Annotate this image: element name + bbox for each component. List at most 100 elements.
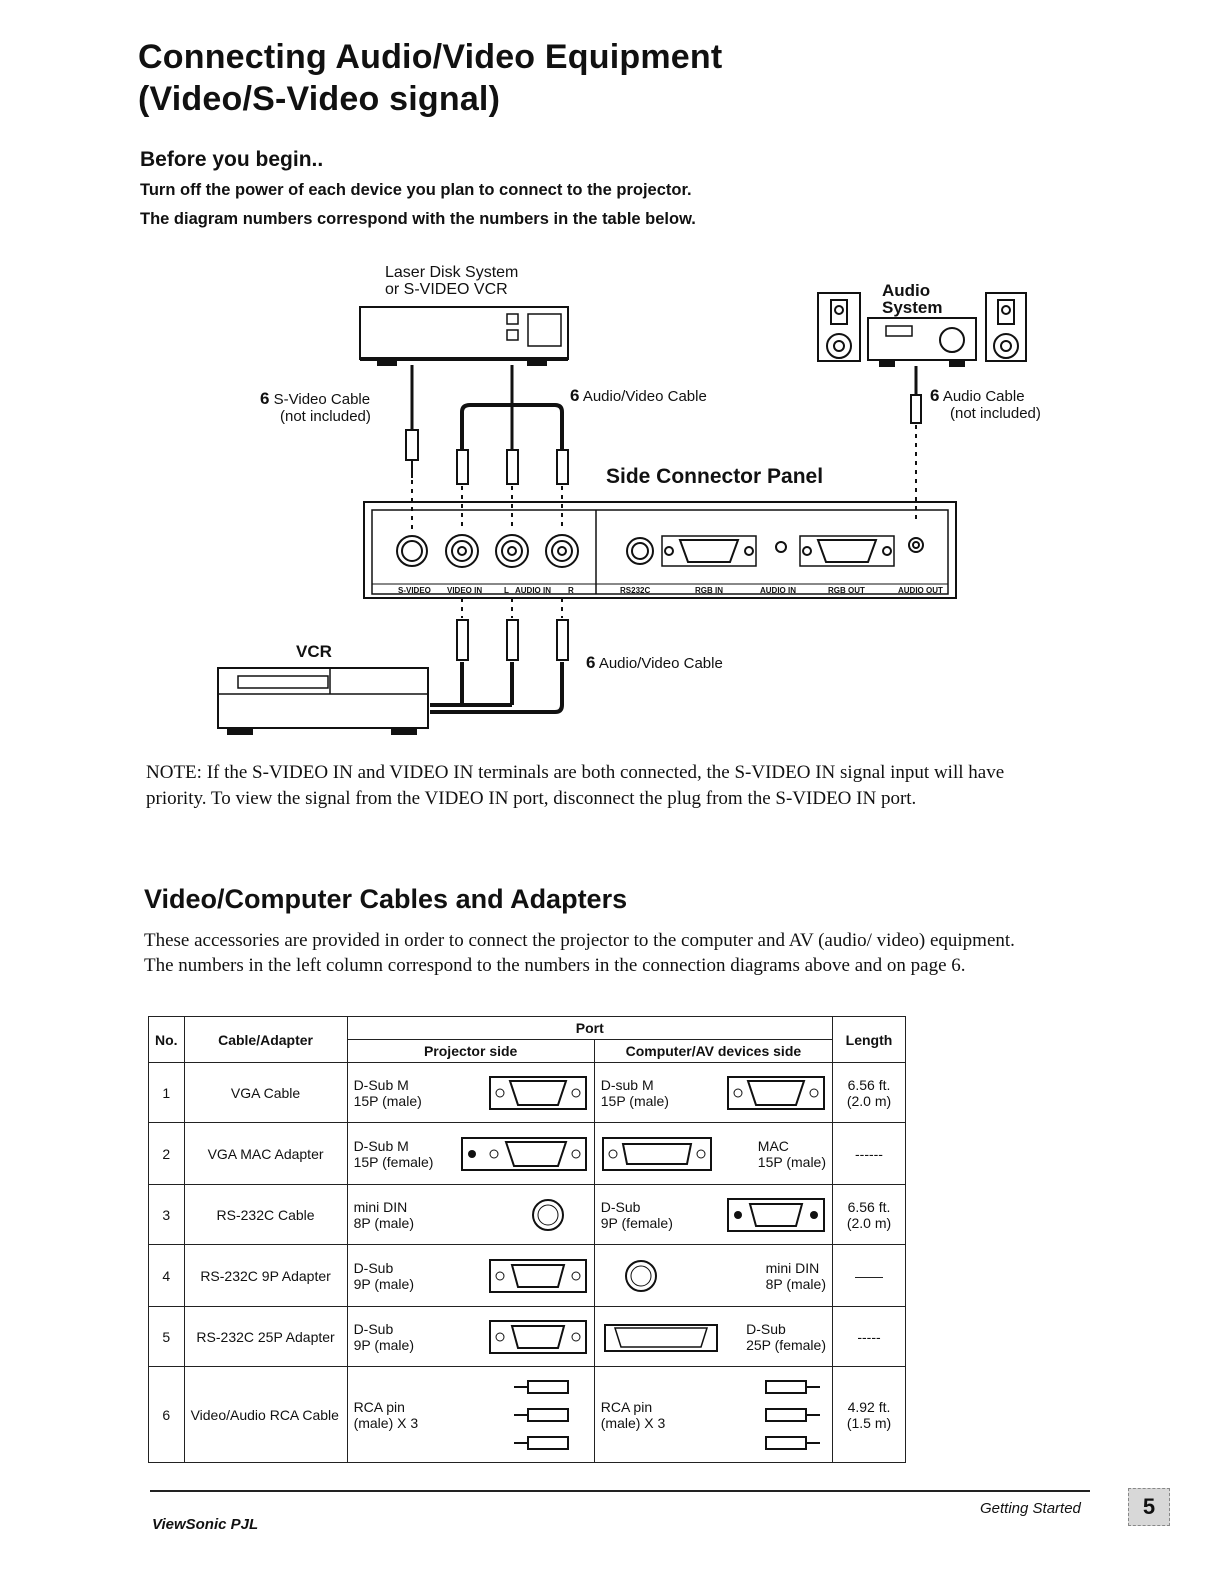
row-no: 4 xyxy=(148,1244,185,1307)
proj-label: 9P (male) xyxy=(353,1336,414,1353)
length-cell: 6.56 ft.(2.0 m) xyxy=(832,1062,906,1123)
comp-label: D-sub M xyxy=(600,1076,654,1093)
audio-cable-note: (not included) xyxy=(950,405,1041,422)
connection-diagram: S-VIDEO VIDEO IN L AUDIO IN R RS232C RGB… xyxy=(217,292,1027,735)
col-cable: Cable/Adapter xyxy=(183,1016,348,1063)
footer-brand: ViewSonic PJL xyxy=(152,1516,259,1533)
length-value: —— xyxy=(855,1267,883,1284)
av-cable-label: 6 Audio/Video Cable xyxy=(570,387,707,405)
length-cell: 4.92 ft.(1.5 m) xyxy=(832,1366,906,1463)
intro-text: Turn off the power of each device you pl… xyxy=(140,176,696,234)
col-port: Port xyxy=(346,1016,834,1040)
audio-amplifier-icon xyxy=(867,317,977,361)
note: NOTE: If the S-VIDEO IN and VIDEO IN ter… xyxy=(146,760,1066,812)
laser-disk-device xyxy=(359,306,569,360)
note-label: NOTE: xyxy=(146,762,202,783)
audio-system-label-line-1: Audio xyxy=(882,281,931,300)
port-label: RS232C xyxy=(620,586,650,595)
audio-in-jack-icon xyxy=(775,541,787,553)
length-value: 6.56 ft. xyxy=(847,1076,891,1093)
rgb-in-port-icon xyxy=(661,535,757,567)
cables-table: No. Cable/Adapter Port Length Projector … xyxy=(148,1016,906,1463)
audio-l-port-icon xyxy=(495,534,529,568)
footer-rule xyxy=(150,1490,1090,1492)
dsub-9-icon xyxy=(727,1197,825,1232)
vcr-label: VCR xyxy=(296,642,332,661)
dsub-25-icon xyxy=(603,1323,718,1352)
av-cable-text: Audio/Video Cable xyxy=(582,388,707,405)
svideo-cable-label: 6 S-Video Cable (not included) xyxy=(260,390,371,425)
port-label: S-VIDEO xyxy=(398,586,431,595)
audio-system-label-line-2: System xyxy=(882,298,943,317)
av-cable-number: 6 xyxy=(570,386,580,405)
audio-cable-number: 6 xyxy=(930,386,940,405)
comp-label: 9P (female) xyxy=(600,1214,673,1231)
comp-label: (male) X 3 xyxy=(600,1414,666,1431)
comp-label: 15P (male) xyxy=(600,1092,669,1109)
row-name: RS-232C Cable xyxy=(183,1184,348,1245)
row-name: RS-232C 25P Adapter xyxy=(183,1306,348,1367)
note-text: If the S-VIDEO IN and VIDEO IN terminals… xyxy=(146,762,1005,809)
intro-line-1: Turn off the power of each device you pl… xyxy=(140,181,692,199)
audio-r-port-icon xyxy=(545,534,579,568)
row-no: 6 xyxy=(148,1366,185,1463)
svideo-cable-number: 6 xyxy=(260,389,270,408)
footer-section: Getting Started xyxy=(980,1500,1081,1517)
laser-disk-label-line-2: or S-VIDEO VCR xyxy=(385,281,508,298)
length-value: ------ xyxy=(855,1145,883,1162)
length-cell: —— xyxy=(832,1244,906,1307)
intro-line-2: The diagram numbers correspond with the … xyxy=(140,210,696,228)
comp-label: RCA pin xyxy=(600,1398,653,1415)
port-label: R xyxy=(568,586,574,595)
proj-label: 9P (male) xyxy=(353,1275,414,1292)
row-name: Video/Audio RCA Cable xyxy=(183,1366,348,1463)
audio-system-label: Audio System xyxy=(882,282,942,316)
port-label: AUDIO OUT xyxy=(898,586,943,595)
av-cable-2-number: 6 xyxy=(586,653,596,672)
row-no: 3 xyxy=(148,1184,185,1245)
length-value: ----- xyxy=(857,1328,881,1345)
side-connector-panel-label: Side Connector Panel xyxy=(606,465,824,488)
laser-disk-label-line-1: Laser Disk System xyxy=(385,264,519,281)
col-no: No. xyxy=(148,1016,185,1063)
laser-disk-label: Laser Disk System or S-VIDEO VCR xyxy=(385,264,518,298)
col-computer: Computer/AV devices side xyxy=(593,1039,834,1063)
row-name: RS-232C 9P Adapter xyxy=(183,1244,348,1307)
mac-connector-icon xyxy=(601,1136,712,1171)
comp-label: mini DIN xyxy=(765,1259,820,1276)
proj-label: D-Sub xyxy=(353,1320,394,1337)
mini-din-icon xyxy=(624,1259,657,1292)
cables-heading: Video/Computer Cables and Adapters xyxy=(144,884,628,914)
dsub-9-icon xyxy=(488,1258,587,1293)
port-label: L xyxy=(504,586,509,595)
rs232c-port-icon xyxy=(626,537,654,565)
port-label: AUDIO IN xyxy=(760,586,796,595)
length-value: (1.5 m) xyxy=(846,1414,892,1431)
length-cell: ----- xyxy=(832,1306,906,1367)
proj-label: D-Sub xyxy=(353,1259,394,1276)
row-name: VGA Cable xyxy=(183,1062,348,1123)
length-value: 4.92 ft. xyxy=(847,1398,891,1415)
proj-label: D-Sub M xyxy=(353,1137,409,1154)
title-line-2: (Video/S-Video signal) xyxy=(138,80,501,118)
audio-cable-label: 6 Audio Cable (not included) xyxy=(930,387,1041,422)
rca-plugs-icon xyxy=(513,1379,569,1450)
dsub-9-icon xyxy=(488,1319,587,1354)
row-name: VGA MAC Adapter xyxy=(183,1122,348,1185)
rca-plugs-icon xyxy=(765,1379,820,1450)
audio-cable-text: Audio Cable xyxy=(942,388,1025,405)
proj-label: RCA pin xyxy=(353,1398,405,1415)
computer-cell: RCA pin(male) X 3 xyxy=(593,1366,834,1463)
page-number: 5 xyxy=(1128,1488,1170,1526)
av-cable-label-2: 6 Audio/Video Cable xyxy=(586,654,723,672)
